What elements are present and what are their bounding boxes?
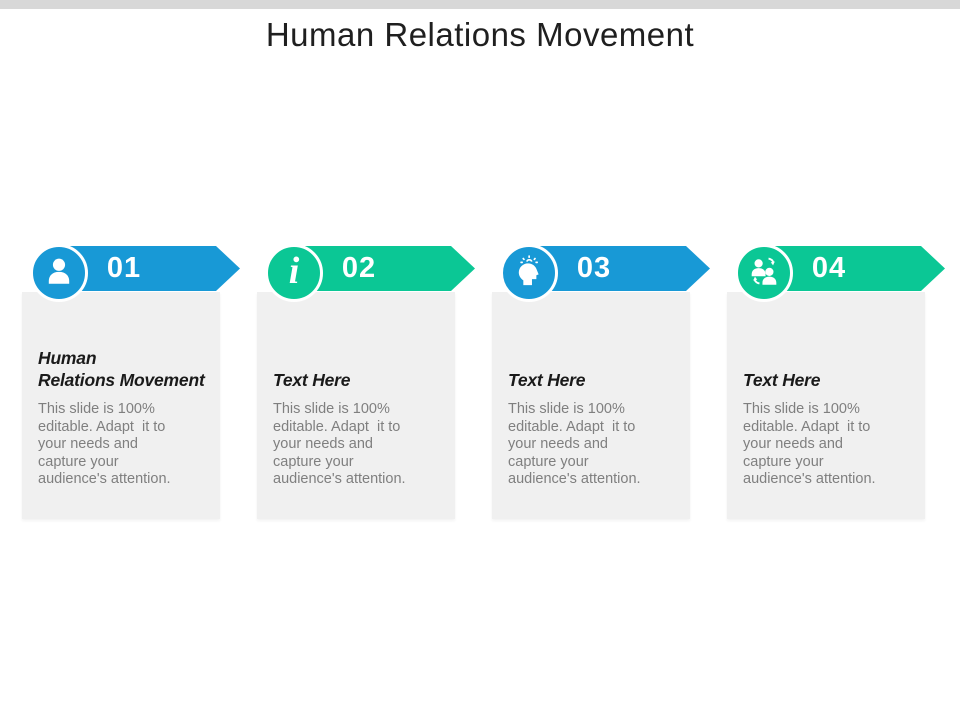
step-text-box: Text Here This slide is 100% editable. A… <box>257 292 455 519</box>
step-body-text: This slide is 100% editable. Adapt it to… <box>273 401 406 488</box>
step-body-text: This slide is 100% editable. Adapt it to… <box>38 401 171 488</box>
step-text-box: Text Here This slide is 100% editable. A… <box>727 292 925 519</box>
info-icon: i <box>288 250 300 292</box>
step-text-box: Text Here This slide is 100% editable. A… <box>492 292 690 519</box>
idea-head-icon-badge <box>500 244 558 302</box>
people-exchange-icon-badge <box>735 244 793 302</box>
top-strip <box>0 0 960 9</box>
step-number: 03 <box>576 252 612 284</box>
step-heading: Text Here <box>743 370 821 391</box>
idea-head-icon <box>512 254 546 293</box>
step-body-text: This slide is 100% editable. Adapt it to… <box>743 401 876 488</box>
step-text-box: Human Relations Movement This slide is 1… <box>22 292 220 519</box>
slide-title: Human Relations Movement <box>265 16 695 53</box>
person-icon-badge <box>30 244 88 302</box>
person-icon <box>42 254 76 293</box>
step-body-text: This slide is 100% editable. Adapt it to… <box>508 401 641 488</box>
step-heading: Text Here <box>273 370 351 391</box>
step-heading: Text Here <box>508 370 586 391</box>
people-exchange-icon <box>747 254 781 293</box>
step-column-1: 01 Human Relations Movement This slide i… <box>22 243 220 523</box>
step-column-2: 02 i Text Here This slide is 100% editab… <box>257 243 455 523</box>
step-heading: Human Relations Movement <box>38 347 205 391</box>
step-number: 01 <box>106 252 142 284</box>
step-column-3: 03 Text Here This slide is 100% editable… <box>492 243 690 523</box>
step-number: 02 <box>341 252 377 284</box>
step-number: 04 <box>811 252 847 284</box>
step-column-4: 04 Text Here This slide is 100% editable… <box>727 243 925 523</box>
info-icon-badge: i <box>265 244 323 302</box>
